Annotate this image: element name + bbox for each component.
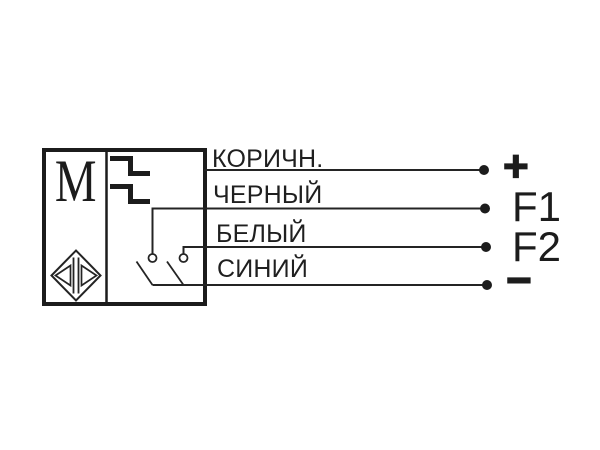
sensor-body-outline [42, 148, 207, 306]
terminal-dot-f2 [481, 242, 491, 252]
wire-label-blue: СИНИЙ [217, 255, 309, 283]
wire-black-line [151, 207, 485, 254]
step-signal-icon-bottom [110, 184, 150, 204]
step-signal-icon-top [110, 156, 150, 176]
wire-label-black: ЧЕРНЫЙ [213, 181, 323, 209]
wire-white-line [182, 246, 486, 254]
sensor-body [42, 148, 207, 306]
sensor-marking-letter: M [54, 148, 97, 214]
terminal-label-plus: + [502, 142, 529, 191]
switch-contact-circle-1 [147, 253, 158, 263]
terminal-dots [479, 165, 492, 290]
switch-contact-circle-2 [178, 253, 189, 263]
switch-lever-2 [166, 260, 185, 286]
terminal-dot-minus [482, 280, 492, 290]
terminal-dot-plus [479, 165, 489, 175]
switch-contacts [135, 253, 189, 286]
switch-lever-1 [135, 260, 154, 286]
wire-label-brown: КОРИЧН. [212, 145, 324, 173]
terminal-label-f1: F1 [512, 183, 562, 230]
terminal-label-f2: F2 [512, 223, 562, 270]
proximity-sensor-icon [50, 249, 102, 302]
step-signal-icon [110, 156, 150, 204]
wires [151, 169, 487, 286]
terminal-label-minus: − [505, 256, 532, 305]
wire-label-white: БЕЛЫЙ [216, 220, 307, 248]
terminal-dot-f1 [480, 203, 490, 214]
